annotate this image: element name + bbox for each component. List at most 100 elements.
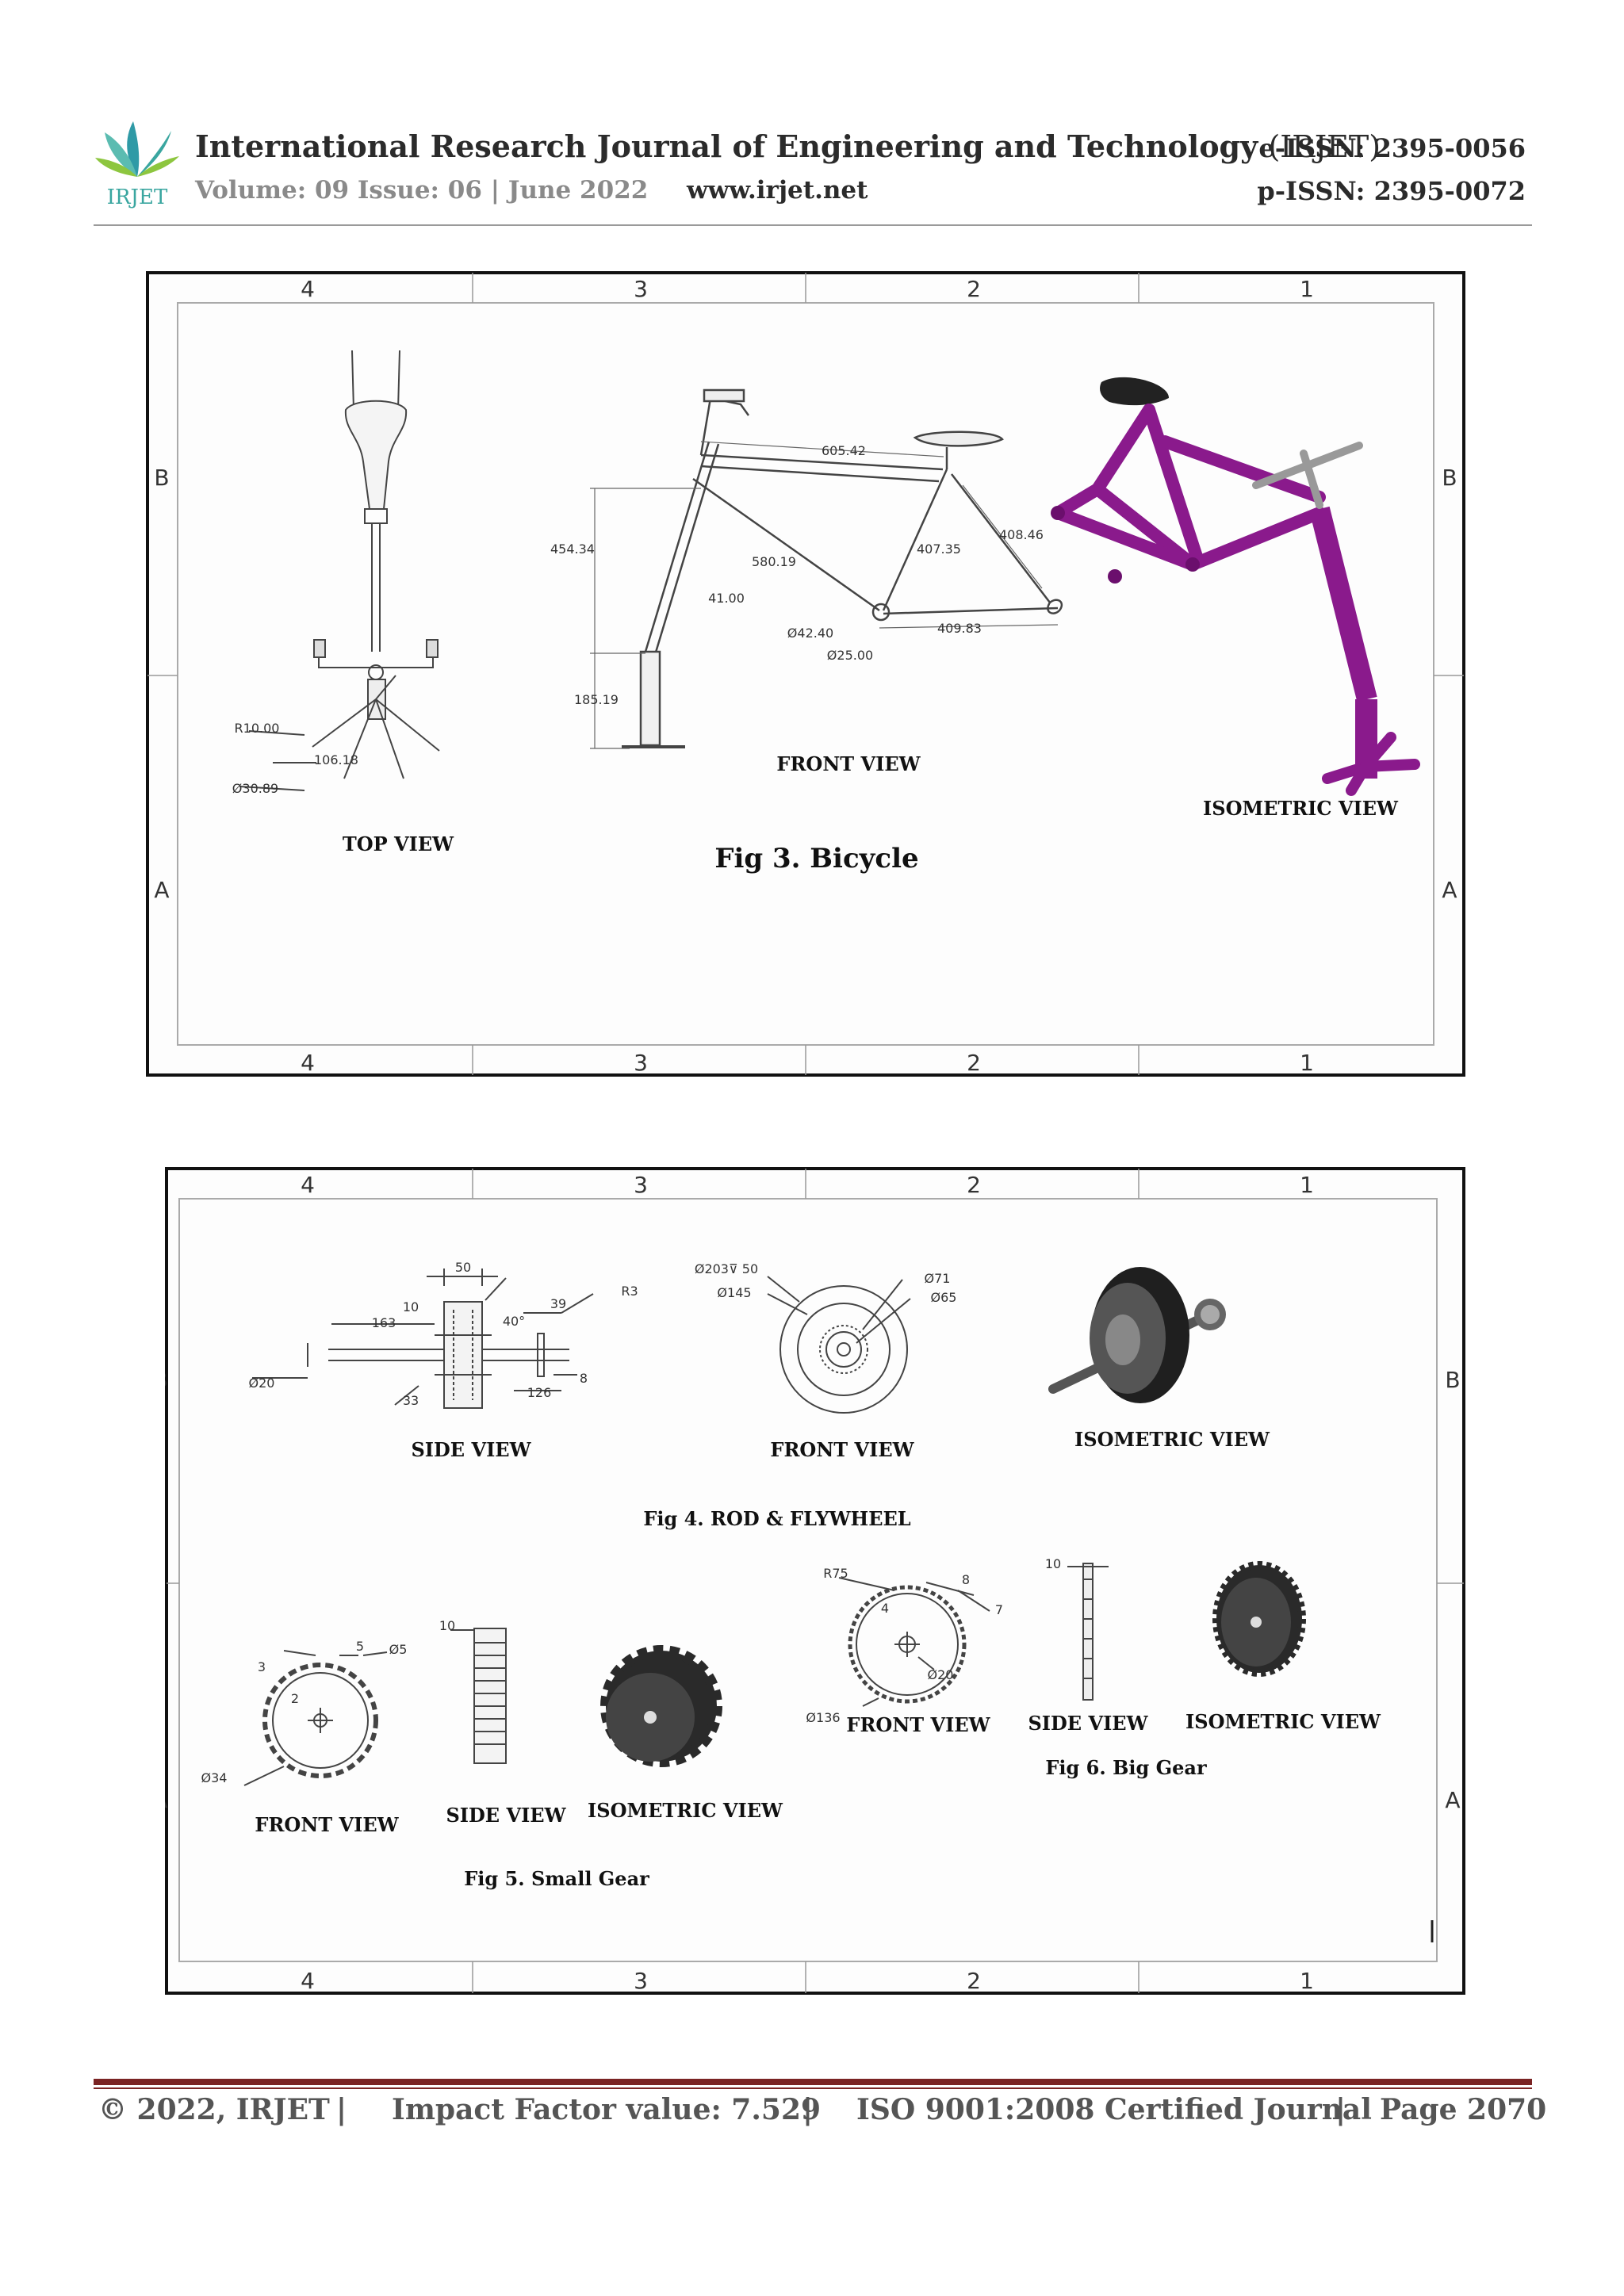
dim-label: Ø65 — [931, 1290, 957, 1305]
sheet-col-label: 3 — [634, 1172, 648, 1198]
view-label: FRONT VIEW — [776, 752, 921, 775]
dim-label: 2 — [291, 1691, 299, 1706]
dim-label: 454.34 — [550, 541, 595, 557]
dim-label: Ø203⊽ 50 — [695, 1261, 758, 1276]
dim-label: Ø30.89 — [232, 781, 278, 796]
website-link[interactable]: www.irjet.net — [687, 176, 868, 205]
big-gear-front-view — [838, 1577, 990, 1707]
sheet-col-label: 4 — [301, 276, 315, 302]
flywheel-isometric-view — [1048, 1267, 1226, 1403]
eissn: e-ISSN: 2395-0056 — [1258, 133, 1526, 163]
sheet-col-label: 4 — [301, 1172, 315, 1198]
dim-label: Ø5 — [389, 1642, 408, 1657]
dim-label: 10 — [403, 1299, 419, 1314]
dim-label: 33 — [403, 1393, 419, 1408]
figure-caption: Fig 4. ROD & FLYWHEEL — [643, 1507, 910, 1530]
dim-label: 126 — [527, 1385, 552, 1400]
sheet-col-label: 2 — [967, 1968, 981, 1994]
sheet-col-label: 4 — [301, 1968, 315, 1994]
footer-divider-thin — [94, 2087, 1532, 2089]
dim-label: Ø71 — [925, 1271, 951, 1286]
dim-label: 5 — [356, 1639, 364, 1654]
bicycle-front-view — [622, 388, 1063, 748]
sheet-row-label: A — [165, 1787, 168, 1813]
footer-copyright: © 2022, IRJET — [98, 2093, 330, 2126]
dim-label: Ø42.40 — [787, 626, 833, 641]
big-gear-side-view — [1067, 1563, 1109, 1701]
journal-name: International Research Journal of Engine… — [195, 128, 1258, 164]
sheet-row-label: A — [1442, 877, 1457, 903]
small-gear-front-view — [243, 1650, 388, 1786]
sheet-col-label: 1 — [1300, 1968, 1314, 1994]
view-label: ISOMETRIC VIEW — [588, 1799, 783, 1822]
drawing-sheet-bicycle: 4 3 2 1 4 3 2 1 B A B A — [146, 271, 1467, 1078]
dim-label: 409.83 — [937, 621, 982, 636]
dim-label: 41.00 — [708, 591, 745, 606]
dim-label: Ø145 — [717, 1285, 751, 1300]
sheet-col-label: 1 — [1300, 276, 1314, 302]
dim-label: R3 — [621, 1284, 638, 1299]
view-label: FRONT VIEW — [846, 1713, 990, 1736]
page-header: IRJET International Research Journal of … — [0, 0, 1624, 238]
sheet-col-label: 1 — [1300, 1050, 1314, 1076]
sheet-col-label: 4 — [301, 1050, 315, 1076]
dim-label: Ø20 — [249, 1376, 275, 1391]
dim-label: 50 — [455, 1260, 471, 1275]
pissn: p-ISSN: 2395-0072 — [1257, 176, 1526, 206]
view-label: SIDE VIEW — [1028, 1712, 1148, 1735]
footer-divider — [94, 2079, 1532, 2085]
view-label: FRONT VIEW — [255, 1813, 399, 1836]
sheet-col-label: 2 — [967, 1172, 981, 1198]
dim-label: 8 — [962, 1572, 970, 1587]
bicycle-isometric-view — [1051, 377, 1420, 796]
rod-side-view — [252, 1269, 594, 1409]
dim-label: 408.46 — [999, 527, 1044, 542]
irjet-logo: IRJET — [94, 115, 181, 210]
footer-separator: | — [802, 2093, 814, 2126]
dim-label: 605.42 — [822, 443, 866, 458]
sheet-row-label: A — [154, 877, 169, 903]
figure-caption: Fig 3. Bicycle — [714, 843, 918, 874]
small-gear-side-view — [450, 1628, 507, 1764]
journal-abbr: (IRJET) — [1268, 129, 1381, 164]
dim-label: 163 — [372, 1315, 396, 1330]
view-label: SIDE VIEW — [446, 1804, 566, 1827]
header-divider — [94, 224, 1532, 226]
dim-label: 4 — [881, 1601, 889, 1616]
sheet-row-label: B — [1442, 465, 1457, 491]
sheet-col-label: 3 — [634, 276, 648, 302]
dim-label: Ø136 — [806, 1710, 840, 1725]
sheet-row-label: A — [1445, 1787, 1460, 1813]
view-label: FRONT VIEW — [770, 1438, 914, 1461]
bicycle-top-view — [239, 350, 440, 791]
footer-separator: | — [1335, 2093, 1346, 2126]
dim-label: Ø20 — [928, 1667, 954, 1682]
dim-label: 7 — [995, 1602, 1003, 1617]
dim-label: 39 — [550, 1296, 566, 1311]
view-label: ISOMETRIC VIEW — [1074, 1428, 1270, 1451]
view-label: ISOMETRIC VIEW — [1185, 1710, 1381, 1733]
figure-caption: Fig 5. Small Gear — [464, 1867, 649, 1890]
drawing-sheet-gears: 4 3 2 1 4 3 2 1 B A B A — [165, 1167, 1467, 1996]
volume-line: Volume: 09 Issue: 06 | June 2022 — [195, 176, 649, 205]
dim-label: R10.00 — [235, 721, 280, 736]
dim-label: 3 — [258, 1659, 266, 1674]
flywheel-front-view — [767, 1276, 911, 1414]
sheet-col-label: 1 — [1300, 1172, 1314, 1198]
footer-iso: ISO 9001:2008 Certified Journal — [856, 2093, 1372, 2126]
view-label: ISOMETRIC VIEW — [1203, 797, 1399, 820]
dim-label: 10 — [1045, 1556, 1061, 1571]
sheet-row-label: B — [165, 1367, 168, 1393]
bicycle-front-dimensions — [590, 441, 1059, 749]
footer-impact-factor: Impact Factor value: 7.529 — [392, 2093, 822, 2126]
footer-page-number: Page 2070 — [1380, 2093, 1547, 2126]
dim-label: 106.18 — [314, 752, 358, 767]
dim-label: 8 — [580, 1371, 588, 1386]
view-label: TOP VIEW — [343, 832, 454, 855]
sheet-col-label: 3 — [634, 1050, 648, 1076]
sheet-col-label: 2 — [967, 276, 981, 302]
big-gear-isometric-view — [1212, 1561, 1306, 1677]
logo-leaves-icon — [95, 121, 179, 177]
dim-label: Ø25.00 — [827, 648, 873, 663]
dim-label: Ø34 — [201, 1770, 228, 1785]
